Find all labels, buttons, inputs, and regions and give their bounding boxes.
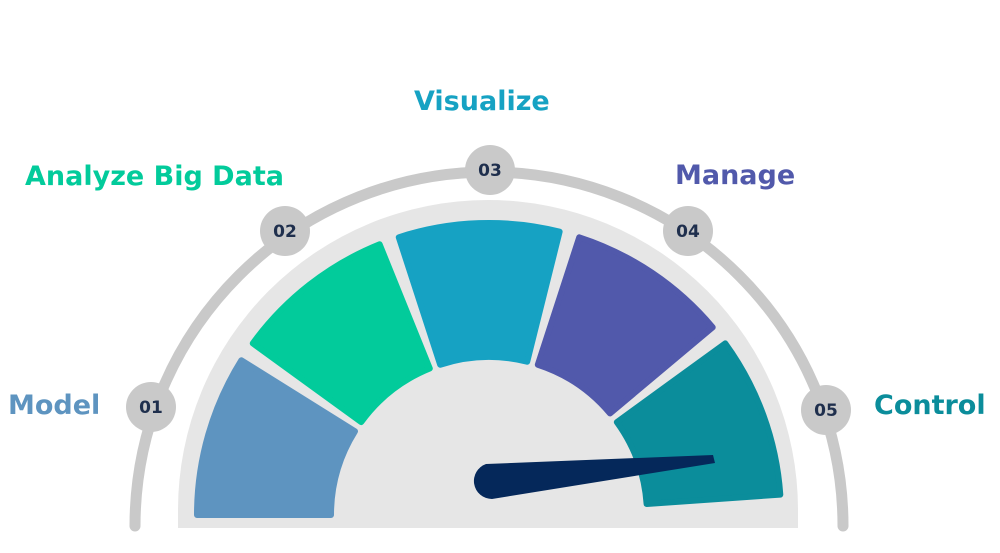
step-label-manage: Manage [675, 160, 796, 191]
step-label-visualize: Visualize [414, 86, 550, 117]
gauge-segment-04 [534, 234, 716, 417]
step-label-analyze: Analyze Big Data [25, 161, 284, 192]
gauge-segment-03 [395, 220, 563, 368]
step-marker-circle [663, 206, 713, 256]
gauge-segment-02 [249, 241, 433, 426]
step-marker-circle [126, 382, 176, 432]
step-marker-circle [260, 206, 310, 256]
step-marker-04: 04 [663, 206, 713, 256]
step-marker-05: 05 [801, 385, 851, 435]
step-markers: 01 02 03 04 05 [126, 145, 851, 435]
step-marker-number: 02 [273, 222, 297, 242]
step-marker-03: 03 [465, 145, 515, 195]
step-marker-number: 03 [478, 161, 502, 181]
step-marker-02: 02 [260, 206, 310, 256]
step-marker-01: 01 [126, 382, 176, 432]
gauge-segment-01 [194, 357, 359, 518]
step-marker-number: 04 [676, 222, 700, 242]
step-marker-circle [801, 385, 851, 435]
step-label-model: Model [8, 390, 101, 421]
step-label-control: Control [874, 390, 986, 421]
step-marker-number: 01 [139, 398, 163, 418]
step-marker-number: 05 [814, 401, 838, 421]
step-marker-circle [465, 145, 515, 195]
gauge-needle [473, 455, 715, 500]
